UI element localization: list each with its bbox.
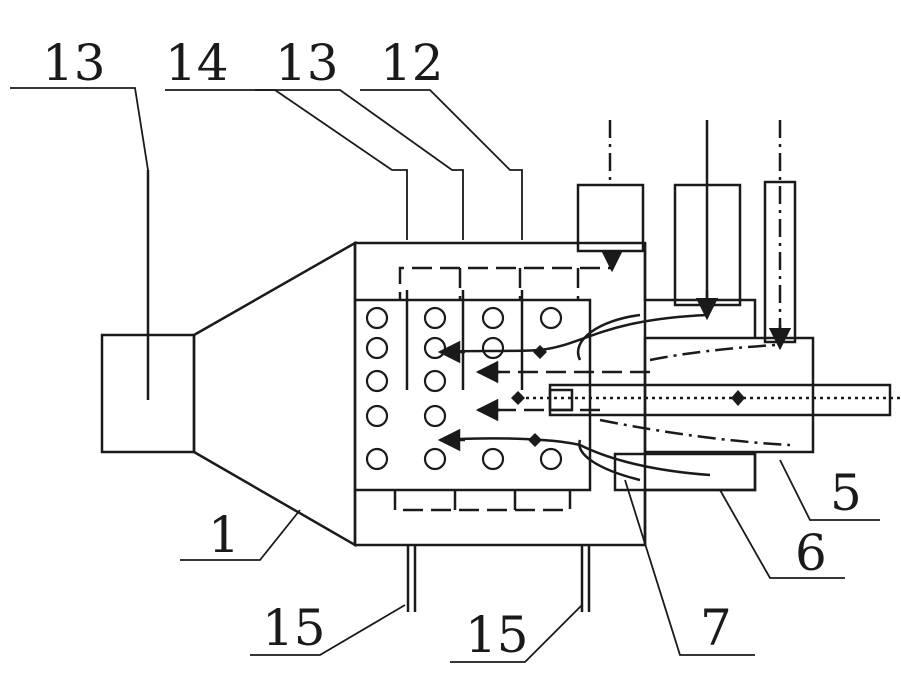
diamond-marker-3 [533,345,547,359]
label-7: 7 [700,599,732,657]
label-12: 12 [380,34,444,92]
leader-1 [180,510,300,560]
upper-cone-dashdot [650,345,775,360]
port-r1c2 [425,308,445,328]
label-15-left: 15 [262,599,326,657]
bottom-dashed-manifold [395,490,570,510]
upper-flow-curve [440,315,707,352]
port-r2c3 [483,338,503,358]
inlet-pipe-left [578,185,643,251]
chamber-body [355,243,645,545]
lower-step [645,452,755,545]
nozzle-housing [645,338,813,452]
label-13: 13 [275,34,339,92]
port-r1c1 [367,308,387,328]
lance-tip [550,390,572,410]
port-r5c1 [367,449,387,469]
lower-cone-dashdot [600,420,790,445]
label-15-right: 15 [465,606,529,664]
port-r3c1 [367,371,387,391]
port-r5c4 [541,449,561,469]
diamond-marker-2 [511,391,525,405]
port-r1c3 [483,308,503,328]
port-r4c1 [367,406,387,426]
diamond-marker-1 [731,390,745,406]
port-r3c2 [425,371,445,391]
port-r2c1 [367,338,387,358]
leader-13b [255,90,463,240]
port-r5c2 [425,449,445,469]
label-13-outlet: 13 [42,34,106,92]
port-r2c2 [425,338,445,358]
outlet-cone [194,243,355,545]
leader-13a [10,88,148,170]
label-5: 5 [830,464,862,522]
flow-curve-lower-inner [579,440,640,480]
upper-step [645,243,755,338]
port-r5c3 [483,449,503,469]
diamond-marker-4 [528,433,542,447]
port-r1c4 [541,308,561,328]
lower-flow-curve [440,438,710,475]
top-dashed-manifold [400,252,612,300]
inner-box [355,300,590,490]
label-6: 6 [795,524,827,582]
port-r4c2 [425,406,445,426]
lance-tube [550,385,890,415]
label-1: 1 [208,506,240,564]
label-14: 14 [165,34,229,92]
